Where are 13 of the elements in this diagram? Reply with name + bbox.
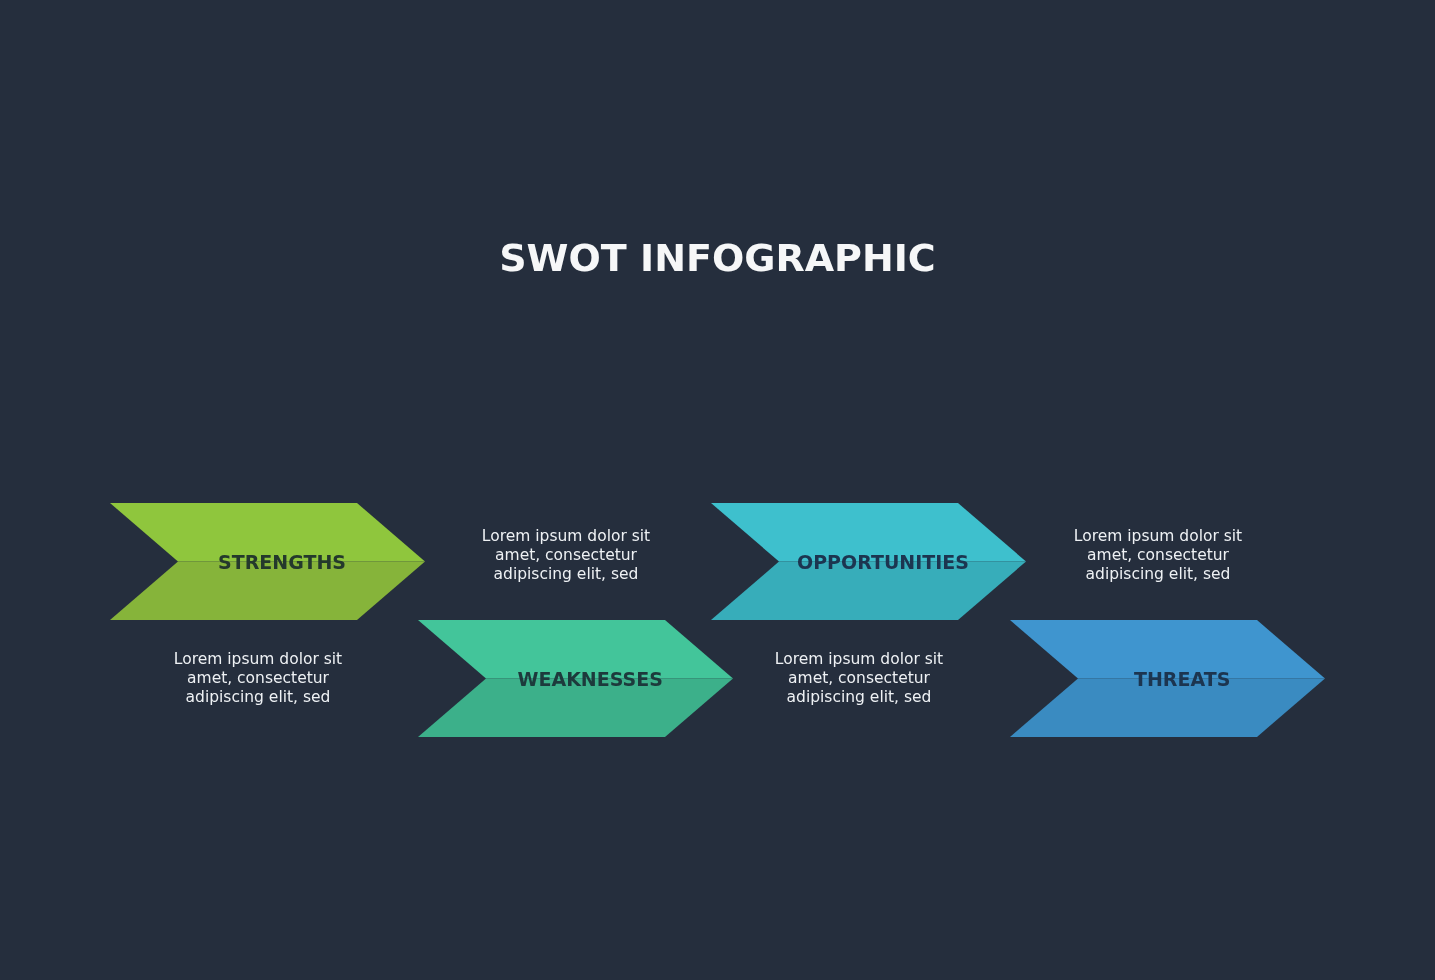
description-text: Lorem ipsum dolor sit amet, consectetur adipiscing elit, sed: [480, 527, 652, 584]
chevron-arrow: [110, 503, 425, 620]
description-text: Lorem ipsum dolor sit amet, consectetur adipiscing elit, sed: [1072, 527, 1244, 584]
chevron-label: THREATS: [1134, 666, 1231, 691]
description-text: Lorem ipsum dolor sit amet, consectetur adipiscing elit, sed: [773, 650, 945, 707]
chevron-arrow: [1010, 620, 1325, 737]
chevron-arrow: [711, 503, 1026, 620]
description-text: Lorem ipsum dolor sit amet, consectetur adipiscing elit, sed: [172, 650, 344, 707]
chevron-arrow: [418, 620, 733, 737]
chevron-label: WEAKNESSES: [517, 666, 663, 691]
title-text: SWOT INFOGRAPHIC: [499, 235, 936, 282]
chevron-label: OPPORTUNITIES: [797, 549, 969, 574]
chevron-label: STRENGTHS: [218, 549, 346, 574]
